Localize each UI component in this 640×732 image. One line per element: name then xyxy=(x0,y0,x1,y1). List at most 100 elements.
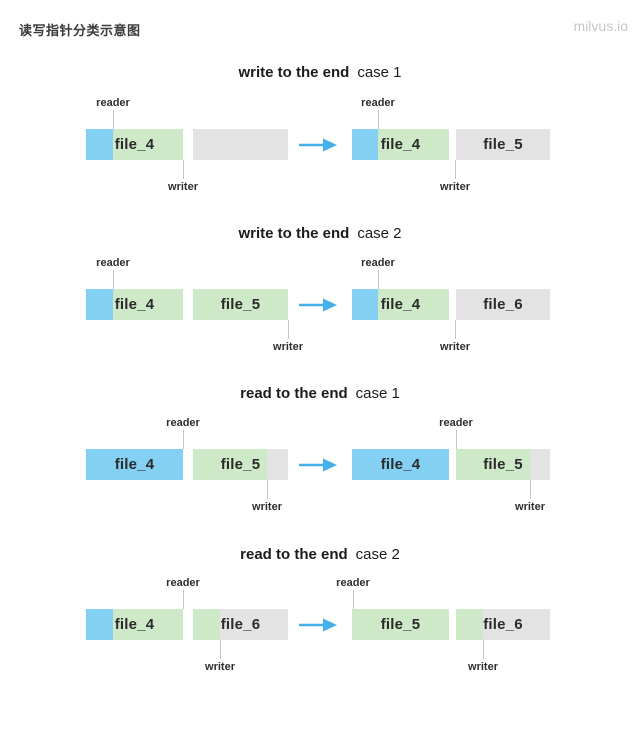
file-label: file_4 xyxy=(114,136,155,153)
file-bar xyxy=(193,129,288,160)
bar-segment-green xyxy=(193,449,267,480)
section-case-label: case 2 xyxy=(357,225,402,242)
arrow-right-icon xyxy=(298,457,338,473)
reader-label: reader xyxy=(336,577,370,589)
file-label: file_4 xyxy=(114,616,155,633)
section-title: read to the end case 2 xyxy=(0,546,640,563)
section-title-main: read to the end xyxy=(240,546,348,563)
file-bar: file_5 xyxy=(193,449,288,480)
writer-label: writer xyxy=(252,501,282,513)
section-title-main: read to the end xyxy=(240,385,348,402)
reader-tick-line xyxy=(183,590,184,609)
file-label: file_4 xyxy=(380,136,421,153)
reader-tick-line xyxy=(353,590,354,609)
file-bar: file_6 xyxy=(456,289,550,320)
file-bar: file_4 xyxy=(86,449,183,480)
bar-segment-gray xyxy=(193,129,288,160)
file-label: file_6 xyxy=(483,616,523,633)
writer-label: writer xyxy=(515,501,545,513)
bar-segment-green xyxy=(193,609,220,640)
file-bar: file_4 xyxy=(352,129,449,160)
arrow-right-icon xyxy=(298,617,338,633)
bar-segment-blue xyxy=(352,449,449,480)
reader-label: reader xyxy=(361,257,395,269)
section-case-label: case 2 xyxy=(355,546,400,563)
file-label: file_5 xyxy=(220,456,261,473)
writer-tick-line xyxy=(183,160,184,179)
reader-label: reader xyxy=(166,417,200,429)
writer-tick-line xyxy=(455,320,456,339)
reader-tick-line xyxy=(378,270,379,289)
file-label xyxy=(193,129,288,160)
file-bar: file_5 xyxy=(352,609,449,640)
file-bar: file_5 xyxy=(193,289,288,320)
file-bar: file_4 xyxy=(86,129,183,160)
bar-segment-gray xyxy=(267,449,288,480)
file-label: file_4 xyxy=(380,456,421,473)
file-bar: file_6 xyxy=(456,609,550,640)
file-label: file_5 xyxy=(483,136,523,153)
bar-segment-blue xyxy=(86,289,113,320)
file-bar: file_5 xyxy=(456,129,550,160)
bar-segment-green xyxy=(352,609,449,640)
reader-label: reader xyxy=(439,417,473,429)
file-label: file_4 xyxy=(114,456,155,473)
reader-label: reader xyxy=(166,577,200,589)
file-label: file_6 xyxy=(220,616,261,633)
file-label: file_4 xyxy=(114,296,155,313)
bar-segment-green xyxy=(456,609,483,640)
reader-tick-line xyxy=(113,270,114,289)
page-title: 读写指针分类示意图 xyxy=(19,23,141,38)
bar-segment-gray xyxy=(483,609,550,640)
file-label: file_5 xyxy=(220,296,261,313)
bar-segment-green xyxy=(378,129,449,160)
section-case-label: case 1 xyxy=(357,64,402,81)
bar-segment-green xyxy=(456,449,530,480)
writer-tick-line xyxy=(530,480,531,499)
writer-label: writer xyxy=(205,661,235,673)
file-bar: file_4 xyxy=(352,449,449,480)
writer-tick-line xyxy=(267,480,268,499)
writer-label: writer xyxy=(440,181,470,193)
file-bar: file_4 xyxy=(352,289,449,320)
reader-label: reader xyxy=(361,97,395,109)
bar-segment-green xyxy=(113,609,183,640)
reader-label: reader xyxy=(96,257,130,269)
writer-tick-line xyxy=(220,640,221,659)
writer-tick-line xyxy=(483,640,484,659)
arrow-right-icon xyxy=(298,137,338,153)
file-label: file_6 xyxy=(483,296,523,313)
bar-segment-green xyxy=(113,129,183,160)
reader-tick-line xyxy=(183,430,184,449)
writer-label: writer xyxy=(168,181,198,193)
bar-segment-gray xyxy=(456,289,550,320)
file-label: file_5 xyxy=(483,456,523,473)
writer-label: writer xyxy=(468,661,498,673)
brand-watermark: milvus.io xyxy=(573,18,628,34)
bar-segment-blue xyxy=(352,129,378,160)
bar-segment-blue xyxy=(86,449,183,480)
reader-tick-line xyxy=(378,110,379,129)
bar-segment-green xyxy=(378,289,449,320)
file-bar: file_6 xyxy=(193,609,288,640)
writer-label: writer xyxy=(273,341,303,353)
writer-tick-line xyxy=(288,320,289,339)
file-label: file_5 xyxy=(380,616,421,633)
reader-tick-line xyxy=(113,110,114,129)
file-label: file_4 xyxy=(380,296,421,313)
